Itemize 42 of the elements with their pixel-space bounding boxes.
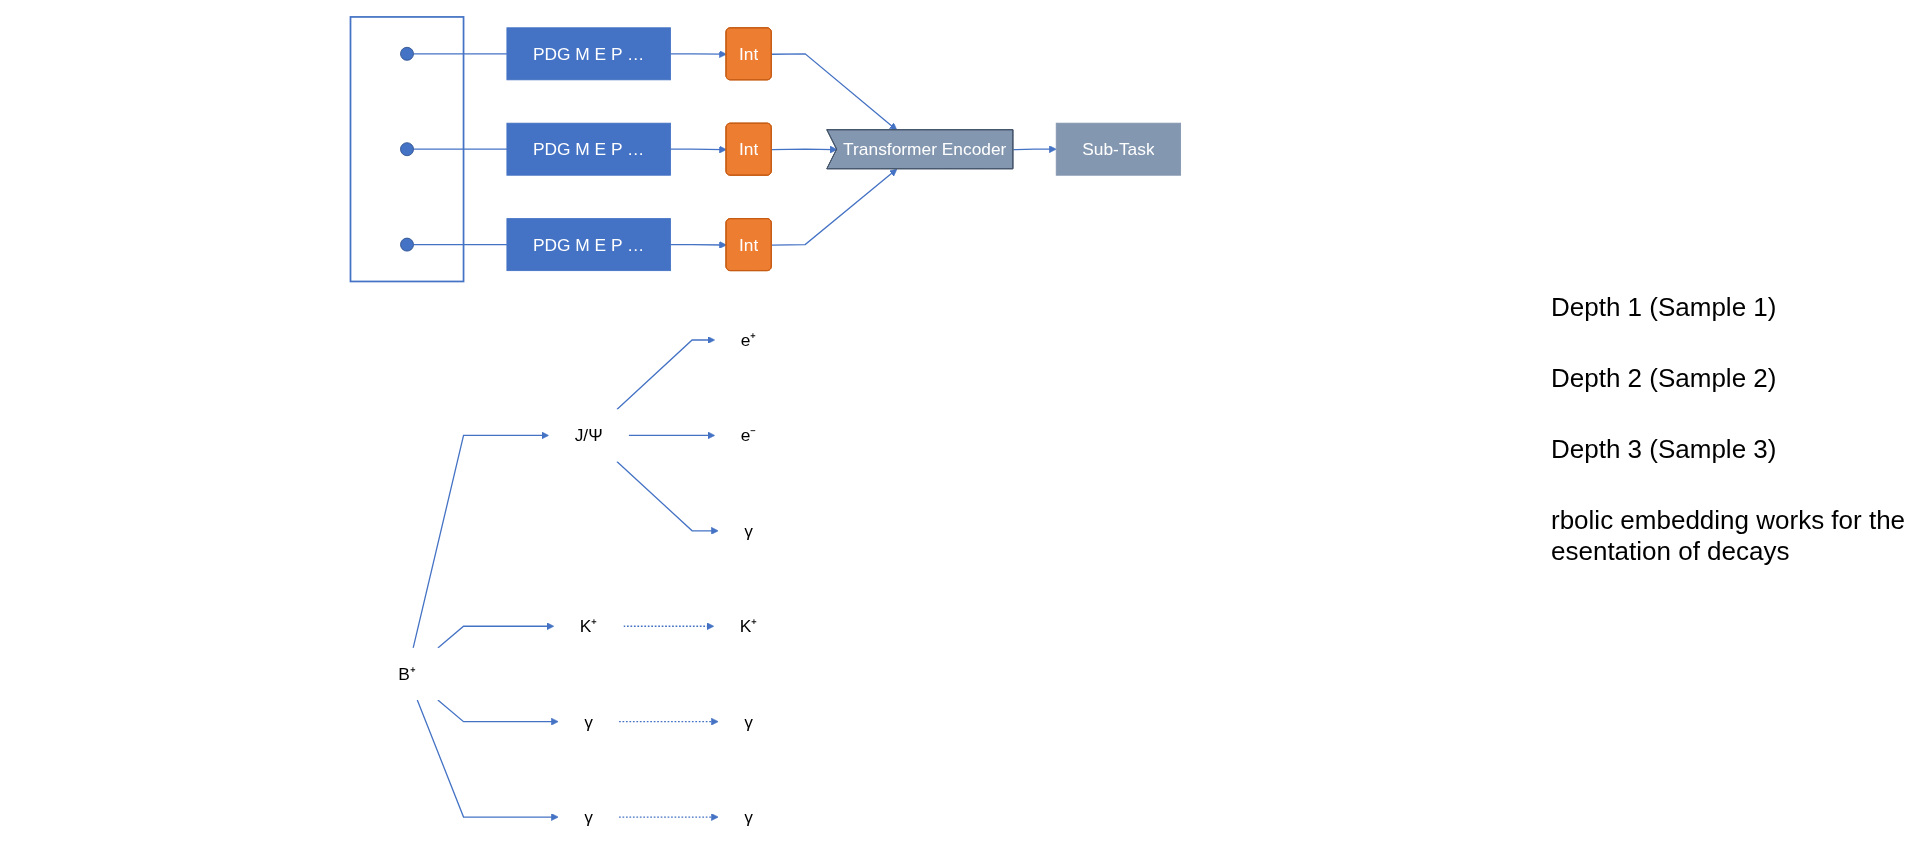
arrow (616, 460, 719, 535)
arrow (771, 52, 898, 130)
node-circle (400, 46, 414, 61)
connector (412, 243, 508, 245)
node-text: γ (584, 711, 593, 731)
note-text: Depth 3 (Sample 3) (1551, 434, 1778, 465)
note-text: Depth 1 (Sample 1) (1551, 292, 1778, 323)
arrow (628, 431, 716, 439)
arrow (616, 335, 716, 410)
arrow (669, 49, 727, 58)
node-box: PDG M E P … (506, 26, 671, 80)
arrow (416, 698, 559, 821)
note-text: Depth 2 (Sample 2) (1551, 363, 1778, 394)
node-text: K⁺ (579, 616, 598, 636)
arrow (669, 240, 727, 249)
node-circle (400, 237, 414, 252)
arrow (412, 431, 549, 649)
node-box: PDG M E P … (506, 122, 671, 176)
node-box: Sub-Task (1055, 122, 1181, 176)
arrow (1012, 144, 1057, 153)
arrow (437, 621, 555, 649)
connector (412, 148, 508, 150)
arrow (622, 621, 715, 630)
node-text: e⁺ (740, 329, 757, 350)
arrow (618, 717, 719, 725)
arrow (618, 812, 719, 821)
node-text: γ (744, 711, 753, 731)
node-box: PDG M E P … (506, 217, 671, 271)
node-text: J/Ψ (574, 425, 603, 445)
node-circle (400, 141, 414, 156)
node-text: γ (744, 807, 753, 827)
node-text: K⁺ (739, 616, 758, 636)
node-text: γ (744, 520, 753, 540)
node-text: γ (584, 807, 593, 827)
arrow (669, 145, 727, 153)
cluster (349, 15, 465, 282)
arrow (437, 698, 559, 725)
arrow (771, 168, 898, 246)
connector (412, 52, 508, 54)
node-text: e⁻ (740, 425, 757, 445)
node-text: B⁺ (398, 663, 416, 683)
note-text: rbolic embedding works for the esentation of decays (1551, 505, 1907, 567)
